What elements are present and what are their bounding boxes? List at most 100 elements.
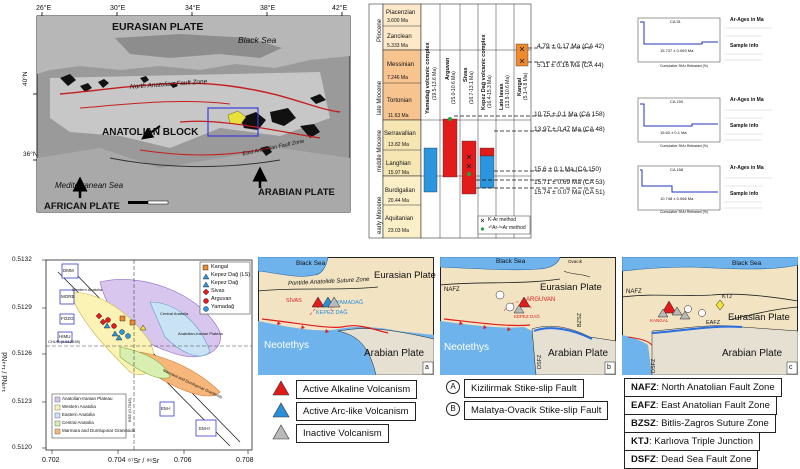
label-arabian-plate: ARABIAN PLATE bbox=[258, 187, 335, 198]
panel-c-plate-s: Arabian Plate bbox=[722, 348, 783, 359]
panel-c-plate-n: Eurasian Plate bbox=[728, 312, 790, 323]
panel-b-volc-arguvan: ARGUVAN bbox=[526, 297, 556, 303]
x-tick-1: 0.702 bbox=[42, 457, 60, 464]
panel-b-nafz: NAFZ bbox=[444, 287, 460, 293]
sr-nd-isotope-plot: 0.5132 0.5129 0.5126 0.5123 0.5120 0.702… bbox=[0, 252, 258, 469]
label-anatolian-block: ANATOLIAN BLOCK bbox=[102, 127, 199, 138]
panel-b-plate-s: Arabian Plate bbox=[548, 348, 609, 359]
spectrum-2-xaxis: Cumulative 39Ar Released (%) bbox=[660, 144, 709, 148]
col-yamadag: Yamadağ volcanic complex bbox=[425, 42, 431, 114]
legend-sivas: Sivas bbox=[211, 288, 225, 294]
epoch-pliocene: Pliocene bbox=[377, 18, 383, 42]
abbr-nafz: NAFZ: North Anatolian Fault Zone bbox=[624, 378, 782, 397]
method-ar-ar: ⁴⁰Ar-³⁹Ar method bbox=[488, 225, 526, 231]
y-tick-2: 0.5129 bbox=[12, 304, 32, 311]
spectrum-1-sample: CA 51 bbox=[670, 19, 681, 24]
panel-c-volc-kangal: KANGAL bbox=[650, 318, 669, 323]
legend-yamadag: Yamadağ bbox=[211, 304, 235, 310]
abbr-eafz-value: : East Anatolian Fault Zone bbox=[655, 400, 770, 411]
x-tick-3: 0.706 bbox=[174, 457, 192, 464]
panel-b-id: b bbox=[607, 364, 611, 371]
stage-burdigalian: Burdigalian bbox=[385, 188, 416, 194]
abbr-eafz-key: EAFZ bbox=[631, 400, 656, 411]
box-dmm: DMM bbox=[63, 268, 74, 273]
spectrum-1-xaxis: Cumulative 39Ar Released (%) bbox=[660, 64, 709, 68]
box-himu: HIMU bbox=[59, 334, 71, 339]
stage-langhian: Langhian bbox=[386, 161, 411, 167]
epoch-early-miocene: early Miocene bbox=[377, 196, 383, 234]
stage-serravallian: Serravallian bbox=[384, 131, 416, 137]
panel-a-volc-yamadag: YAMADAĞ bbox=[336, 300, 364, 306]
tectonic-panel-a: Black Sea Eurasian Plate Pontide Anatoli… bbox=[257, 256, 436, 376]
label-mediterranean: Mediterranean Sea bbox=[55, 181, 124, 190]
legend-abbreviations: NAFZ: North Anatolian Fault Zone EAFZ: E… bbox=[624, 378, 800, 469]
geochronology-chart: Pliocene late Miocene middle Miocene ear… bbox=[366, 0, 605, 242]
y-axis-label: ¹⁴³Nd / ¹⁴⁴Nd bbox=[2, 352, 9, 392]
col-kangal-range: (5.1-4.8 Ma) bbox=[523, 72, 529, 100]
lon-38: 38°E bbox=[260, 5, 276, 12]
abbr-nafz-value: : North Anatolian Fault Zone bbox=[656, 382, 775, 393]
date-ca42: 4.79 ± 0.17 Ma (CA 42) bbox=[537, 43, 605, 50]
legend-arc-label: Active Arc-like Volcanism bbox=[296, 402, 416, 421]
date-ca48: 13.97 ± 0.47 Ma (CA 48) bbox=[534, 126, 605, 133]
lon-26: 26°E bbox=[36, 5, 52, 12]
age-1597: 15.97 Ma bbox=[388, 170, 409, 176]
abbr-bzsz: BZSZ: Bitlis-Zagros Suture Zone bbox=[624, 414, 776, 433]
spectrum-1-info: Sample info bbox=[730, 43, 759, 49]
panel-c-dsfz: DSFZ bbox=[651, 358, 657, 373]
spectrum-2-plateau: 15.60 ± 0.1 Ma bbox=[660, 130, 687, 135]
spectrum-3-info: Sample info bbox=[730, 191, 759, 197]
legend-inactive-label: Inactive Volcanism bbox=[296, 424, 389, 443]
panel-a-volc-sivas: SİVAS bbox=[286, 298, 302, 304]
tectonic-map: 26°E 30°E 34°E 38°E 42°E 40°N 36°N EURAS… bbox=[20, 5, 356, 223]
panel-b-dsfz: DSFZ bbox=[537, 354, 543, 369]
panel-b-ocean: Neotethys bbox=[444, 342, 490, 353]
col-arguvan-range: (15.0-10.6 Ma) bbox=[451, 71, 457, 104]
spectrum-2-sample: CA 150 bbox=[670, 99, 684, 104]
fault-b-label: Malatya-Ovacik Stike-slip Fault bbox=[464, 401, 609, 420]
label-eurasian-plate: EURASIAN PLATE bbox=[112, 21, 204, 33]
panel-b-sea: Black Sea bbox=[496, 258, 526, 265]
field-legend-4: Central Anatolia bbox=[62, 420, 94, 425]
panel-a-plate-s: Arabian Plate bbox=[364, 348, 425, 359]
legend-alkaline-label: Active Alkaline Volcanism bbox=[296, 380, 418, 399]
field-legend-2: Western Anatolia bbox=[62, 404, 96, 409]
date-ca51: 15.74 ± 0.07 Ma (CA 51) bbox=[534, 189, 605, 196]
y-tick-3: 0.5126 bbox=[12, 350, 32, 357]
date-ca44: 5.11 ± 0.16 Ma (CA 44) bbox=[537, 62, 604, 69]
stage-messinian: Messinian bbox=[387, 62, 415, 68]
field-central: Central Anatolia bbox=[160, 311, 189, 316]
abbr-bzsz-value: : Bitlis-Zagros Suture Zone bbox=[655, 418, 769, 429]
label-black-sea: Black Sea bbox=[238, 35, 277, 45]
lat-36: 36°N bbox=[23, 151, 38, 158]
spectrum-1-title: Ar-Ages in Ma bbox=[730, 17, 764, 23]
age-2303: 23.03 Ma bbox=[388, 228, 409, 234]
field-western: Western Anatolia bbox=[72, 287, 103, 292]
panel-b-volc-kepez: KEPEZ DAĞ bbox=[514, 314, 540, 319]
legend-kepez-ls: Kepez Dağ (LS) bbox=[211, 272, 251, 278]
panel-a-id: a bbox=[425, 364, 429, 371]
x-tick-4: 0.708 bbox=[236, 457, 254, 464]
spectrum-2-title: Ar-Ages in Ma bbox=[730, 97, 764, 103]
field-legend-5: Marmara and Dumlupınar Granitoids bbox=[62, 428, 136, 433]
spectrum-3-sample: CA 158 bbox=[670, 167, 684, 172]
panel-a-volc-kepez: KEPEZ DAĞ bbox=[316, 310, 348, 316]
date-ca53: 15.71 ± 0.69 Ma (CA 53) bbox=[534, 179, 605, 186]
legend-kepez: Kepez Dağ bbox=[211, 280, 239, 286]
col-yamadag-range: (19.5-13.6 Ma) bbox=[432, 67, 438, 100]
tectonic-panel-b: Black Sea Ovacık NAFZ Eurasian Plate ARG… bbox=[439, 256, 617, 376]
abbr-dsfz-key: DSFZ bbox=[631, 454, 656, 465]
field-plateau: Anatolian-Iranian Plateau bbox=[178, 331, 223, 336]
box-em1: EM-I bbox=[161, 406, 171, 411]
col-sivas-range: (16.7-13.1 Ma) bbox=[469, 71, 475, 104]
date-ca150: 15.6 ± 0.1 Ma (CA 150) bbox=[534, 166, 602, 173]
spectrum-1-plateau: 15.737 ± 0.069 Ma bbox=[660, 48, 694, 53]
panel-c-sea: Black Sea bbox=[732, 260, 762, 267]
box-fozo: FOZO bbox=[61, 316, 74, 321]
abbr-bzsz-key: BZSZ bbox=[631, 418, 656, 429]
age-1163: 11.63 Ma bbox=[388, 113, 409, 119]
lon-30: 30°E bbox=[110, 5, 126, 12]
stage-piacenzian: Piacenzian bbox=[386, 10, 416, 16]
spectrum-3-title: Ar-Ages in Ma bbox=[730, 165, 764, 171]
panel-c-nafz: NAFZ bbox=[626, 289, 642, 295]
